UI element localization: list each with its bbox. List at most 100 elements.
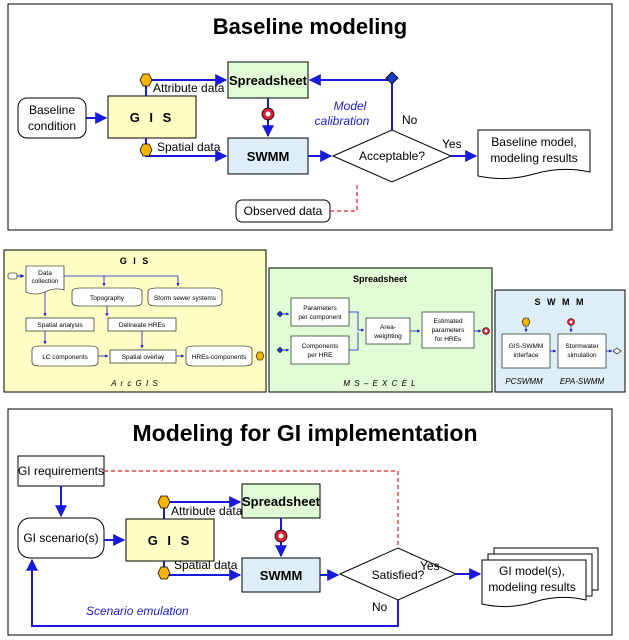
gi-model-document [481,559,587,608]
params-per-component-box [290,297,350,327]
baseline-model-label-2: modeling results [490,151,577,165]
gis-label: G I S [130,110,175,125]
gis-panel-title: G I S [120,256,151,266]
gis-box [107,95,197,139]
baseline-condition-label-2: condition [28,119,76,133]
scenario-emulation-label: Scenario emulation [86,604,189,618]
no-label: No [372,600,388,614]
components-hre-label-1: Components [302,343,340,350]
swmm-label: SWMM [260,568,303,583]
gi-scenarios-box [17,517,105,559]
model-calibration-label-2: calibration [315,114,370,128]
observed-data-dashed-link [330,182,358,212]
gis-swmm-interface-box [501,333,551,369]
gi-model-label-2: modeling results [488,580,575,594]
hexagon-icon [521,317,531,327]
estimated-params-label-3: for HREs [435,336,462,343]
start-terminal [7,272,18,280]
baseline-modeling-section: Baseline modeling Baseline condition G I… [7,3,613,231]
attribute-data-label: Attribute data [153,81,225,95]
area-weighting-label-2: weighting [373,333,402,340]
lc-components-cylinder [31,345,99,367]
hexagon-icon [157,495,171,509]
yes-label: Yes [442,137,462,151]
model-calibration-label-1: Model [334,99,367,113]
gis-panel: G I S Data collection Topography Storm s… [3,249,267,393]
spreadsheet-box [241,483,321,519]
hres-components-cylinder [185,345,253,367]
arrow [64,275,180,287]
baseline-model-document [477,129,591,180]
params-component-label-1: Parameters [303,305,337,312]
gi-modeling-section: Modeling for GI implementation GI requir… [7,408,613,636]
swmm-panel-title: S W M M [535,297,586,307]
hexagon-icon [255,351,265,361]
area-weighting-box [365,317,411,345]
spatial-data-label: Spatial data [157,140,221,154]
area-weighting-label-1: Area- [380,324,396,331]
swmm-box [227,137,309,175]
baseline-condition-label-1: Baseline [29,103,75,117]
components-hre-label-2: per HRE [308,352,334,359]
hexagon-icon [139,143,153,157]
connector-circle-inner [484,329,488,333]
gis-swmm-label-2: interface [514,352,539,359]
storm-sewer-label: Storm sewer systems [154,295,217,302]
baseline-model-label-1: Baseline model, [491,135,576,149]
gi-model-label-1: GI model(s), [499,564,565,578]
arrow [349,311,365,332]
stormwater-simulation-box [557,333,607,369]
hexagon-icon [139,73,153,87]
estimated-params-label-2: parameters [432,327,466,334]
swmm-footer-left: PCSWMM [505,377,543,386]
arrow [349,332,359,351]
acceptable-label: Acceptable? [359,149,425,163]
spatial-analysis-label: Spatial analysis [37,322,83,329]
attribute-data-label: Attribute data [171,504,243,518]
data-collection-label-2: collection [31,278,58,285]
connector-circle-inner [265,111,271,117]
params-component-label-2: per component [298,314,342,321]
spreadsheet-box [227,61,309,99]
requirements-dashed-link [104,470,399,546]
satisfied-label: Satisfied? [372,568,425,582]
connector-circle-inner [569,320,573,324]
section-title: Modeling for GI implementation [133,420,478,446]
section-title: Baseline modeling [213,14,407,39]
spreadsheet-panel-title: Spreadsheet [353,274,407,284]
topography-label: Topography [90,295,125,302]
spreadsheet-label: Spreadsheet [229,73,308,88]
spatial-overlay-label: Spatial overlay [122,354,165,361]
gis-panel-footer: A r c G I S [110,379,159,388]
gis-label: G I S [148,533,193,548]
storm-sewer-cylinder [147,287,223,307]
estimated-params-box [421,311,475,349]
delineate-hres-label: Delineate HREs [119,322,166,329]
hexagon-icon [157,566,171,580]
diamond-icon [385,71,399,85]
data-collection-box [25,265,65,295]
stormwater-label-1: Stormwater [565,343,599,350]
spatial-analysis-box [25,317,95,332]
swmm-label: SWMM [247,149,290,164]
spreadsheet-label: Spreadsheet [242,494,321,509]
gis-swmm-label-1: GIS-SWMM [509,343,544,350]
lc-components-label: LC components [42,354,88,361]
diamond-icon [612,347,622,355]
spatial-data-label: Spatial data [174,558,238,572]
swmm-box [241,557,321,593]
gis-box [125,518,215,562]
hres-components-label: HREs-components [192,354,247,361]
no-label: No [402,113,418,127]
topography-cylinder [71,287,143,307]
spreadsheet-panel: Spreadsheet Parameters per component Com… [268,267,493,393]
arrow-decision-no [26,558,399,627]
estimated-params-label-1: Estimated [434,318,463,325]
gi-requirements-label: GI requirements [18,464,104,478]
stormwater-label-2: simulation [567,352,597,359]
spatial-overlay-box [109,349,177,364]
components-per-hre-box [290,335,350,365]
swmm-footer-right: EPA-SWMM [560,377,605,386]
yes-label: Yes [420,559,440,573]
